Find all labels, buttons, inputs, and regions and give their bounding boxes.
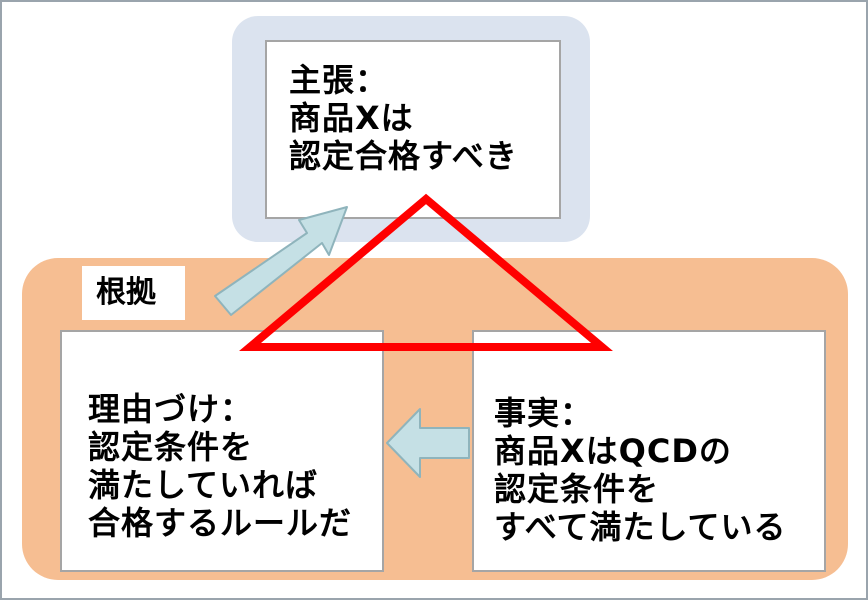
warrant-box: 理由づけ： 認定条件を 満たしていれば 合格するルールだ [60,330,384,572]
fact-text-line-1: 商品XはQCDの [494,432,732,470]
warrant-text-line-2: 満たしていれば [88,466,319,504]
fact-heading: 事実： [494,394,594,432]
fact-text-line-2: 認定条件を [494,470,660,508]
fact-box: 事実： 商品XはQCDの 認定条件を すべて満たしている [472,330,826,572]
claim-heading: 主張： [289,61,389,99]
warrant-text-line-3: 合格するルールだ [88,504,353,542]
grounds-label: 根拠 [82,266,185,320]
claim-box: 主張： 商品Xは 認定合格すべき [265,40,561,219]
warrant-text-line-1: 認定条件を [88,428,254,466]
claim-text-line-2: 認定合格すべき [289,137,518,175]
warrant-heading: 理由づけ： [88,390,254,428]
fact-text-line-3: すべて満たしている [494,508,787,546]
claim-text-line-1: 商品Xは [289,99,414,137]
